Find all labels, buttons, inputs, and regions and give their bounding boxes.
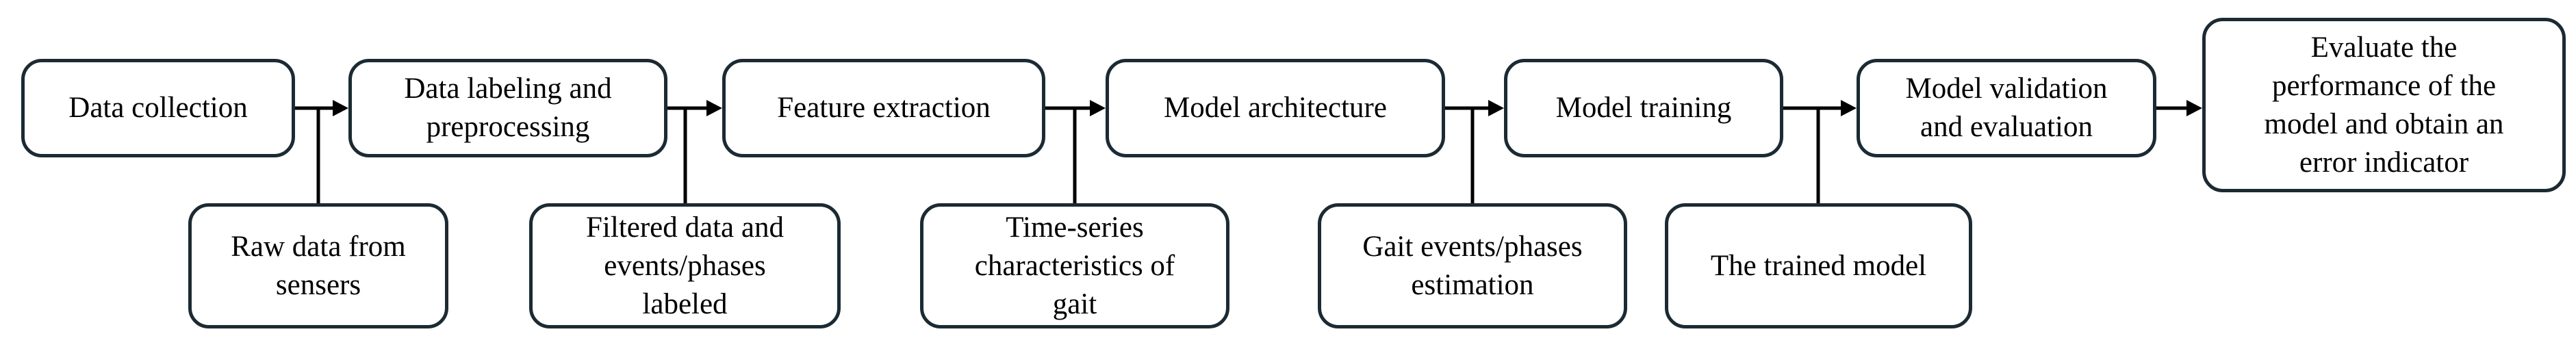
arrowhead-1 bbox=[333, 100, 348, 116]
output-trained-model: The trained model bbox=[1665, 203, 1972, 328]
output-raw-data: Raw data from sensers bbox=[188, 203, 448, 328]
arrowhead-4 bbox=[1488, 100, 1504, 116]
step-data-collection: Data collection bbox=[21, 59, 295, 157]
arrowhead-5 bbox=[1841, 100, 1857, 116]
step-evaluate-performance: Evaluate the performance of the model an… bbox=[2202, 18, 2566, 192]
output-filtered-data: Filtered data and events/phases labeled bbox=[529, 203, 841, 328]
step-feature-extraction: Feature extraction bbox=[722, 59, 1045, 157]
step-data-labeling: Data labeling and preprocessing bbox=[348, 59, 667, 157]
step-model-validation: Model validation and evaluation bbox=[1857, 59, 2156, 157]
arrowhead-6 bbox=[2186, 100, 2202, 116]
arrowhead-3 bbox=[1090, 100, 1106, 116]
output-time-series-characteristics: Time-series characteristics of gait bbox=[920, 203, 1229, 328]
output-gait-estimation: Gait events/phases estimation bbox=[1318, 203, 1627, 328]
step-model-architecture: Model architecture bbox=[1106, 59, 1445, 157]
step-model-training: Model training bbox=[1504, 59, 1783, 157]
arrowhead-2 bbox=[706, 100, 722, 116]
